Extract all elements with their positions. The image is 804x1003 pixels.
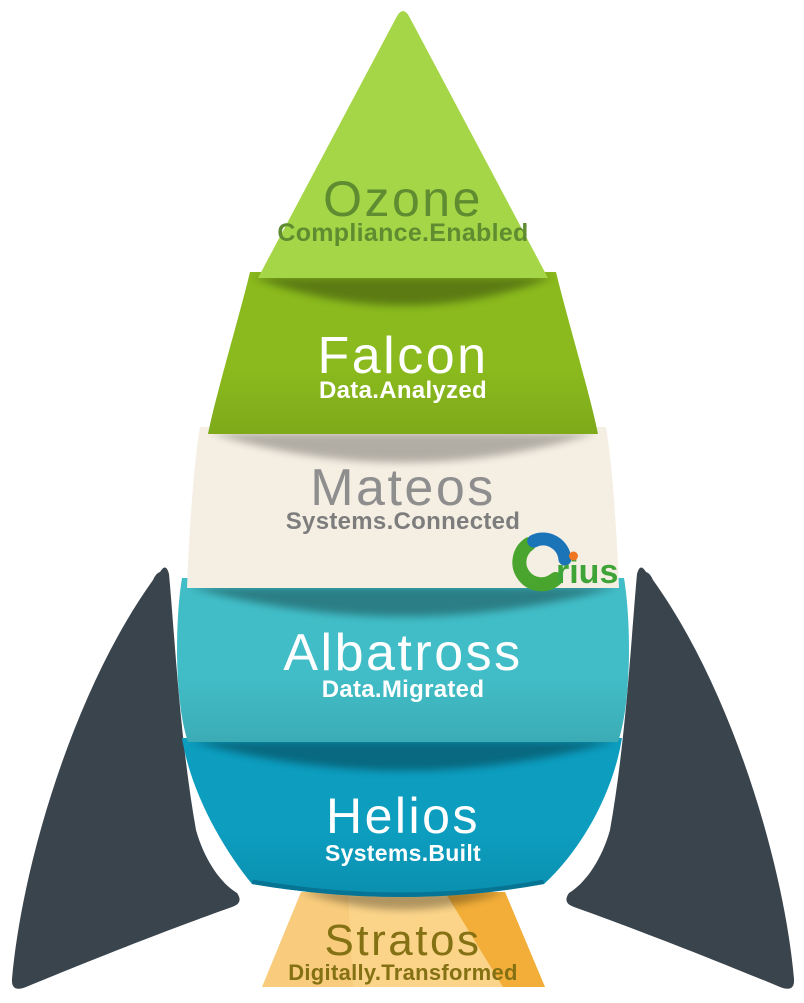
section-falcon-fold-shadow (252, 277, 554, 306)
section-helios-title: Helios (326, 788, 480, 844)
section-albatross-fold-shadow (189, 587, 617, 617)
stratos-flame-mid-band (348, 892, 503, 987)
right-fin-shape (566, 567, 795, 989)
section-mateos (187, 427, 619, 588)
crius-c-blue-arc (527, 532, 572, 566)
crius-c-green-arc (512, 537, 563, 592)
section-helios-fold-shadow (190, 741, 616, 771)
flame-top-shadow (301, 892, 505, 910)
section-helios-subtitle: Systems.Built (325, 840, 481, 866)
stratos-flame (262, 892, 545, 987)
section-albatross-subtitle: Data.Migrated (322, 676, 485, 703)
section-falcon-subtitle: Data.Analyzed (319, 377, 487, 404)
section-falcon (208, 272, 598, 434)
section-stratos-title: Stratos (325, 916, 482, 965)
section-mateos-fold-shadow (210, 433, 596, 463)
section-albatross-title: Albatross (283, 624, 522, 682)
left-fin-shape (11, 567, 240, 989)
crius-logo: rius (512, 532, 618, 592)
section-ozone-subtitle: Compliance.Enabled (277, 219, 528, 247)
section-helios (182, 738, 622, 897)
section-ozone-title: Ozone (323, 171, 483, 227)
crius-i-dot (569, 551, 578, 561)
section-ozone-shape (258, 11, 548, 278)
section-mateos-subtitle: Systems.Connected (286, 508, 521, 535)
section-albatross (177, 578, 629, 742)
section-mateos-title: Mateos (310, 459, 496, 517)
section-helios-bottom-rim (251, 879, 545, 897)
section-stratos-subtitle: Digitally.Transformed (288, 960, 518, 985)
crius-wordmark: rius (556, 553, 618, 591)
section-falcon-title: Falcon (317, 327, 488, 385)
stratos-flame-right-band (445, 892, 545, 987)
